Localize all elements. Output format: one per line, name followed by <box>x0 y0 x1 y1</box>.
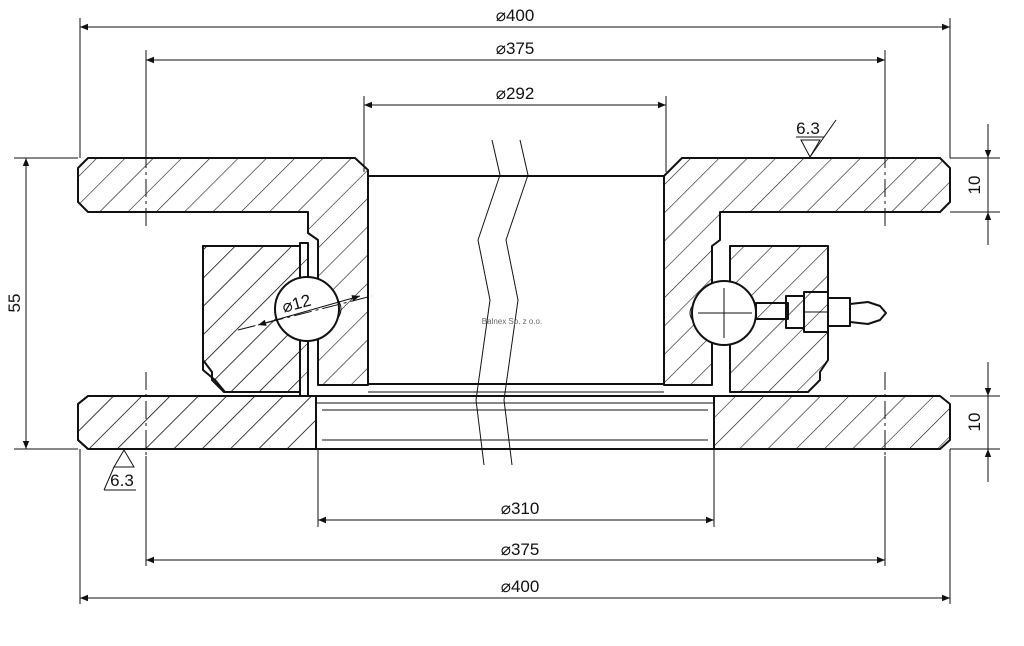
break-line-left <box>475 139 501 466</box>
grease-fitting <box>755 291 887 333</box>
surface-finish-top: 6.3 <box>796 119 837 159</box>
outer-body-left <box>202 245 301 393</box>
dim-10-bottom-label: 10 <box>965 413 984 432</box>
svg-text:⌀375: ⌀375 <box>501 540 540 559</box>
dim-292-label: ⌀292 <box>496 84 535 103</box>
bottom-flange-right <box>713 395 951 450</box>
dim-ball-label: ⌀12 <box>280 291 313 317</box>
dim-400-bottom-label: ⌀400 <box>501 577 540 596</box>
svg-text:6.3: 6.3 <box>796 119 820 138</box>
svg-text:⌀310: ⌀310 <box>501 499 540 518</box>
dim-10-top-label: 10 <box>965 176 984 195</box>
svg-text:⌀12: ⌀12 <box>280 291 313 317</box>
dim-375-bottom-label: ⌀375 <box>501 540 540 559</box>
break-line-right <box>503 139 529 466</box>
dim-400-top-label: ⌀400 <box>496 6 535 25</box>
dim-310-label: ⌀310 <box>501 499 540 518</box>
top-flange-left <box>77 157 369 386</box>
ball-right-seal <box>689 304 694 322</box>
svg-text:⌀375: ⌀375 <box>496 39 535 58</box>
svg-text:⌀400: ⌀400 <box>496 6 535 25</box>
watermark: Balnex Sp. z o.o. <box>482 317 542 326</box>
surface-finish-bottom: 6.3 <box>103 449 136 491</box>
svg-text:⌀400: ⌀400 <box>501 577 540 596</box>
dim-375-top-label: ⌀375 <box>496 39 535 58</box>
bottom-flange-left <box>77 395 317 450</box>
svg-text:⌀292: ⌀292 <box>496 84 535 103</box>
dim-line-ball <box>257 295 361 326</box>
dim-55-label: 55 <box>5 294 24 313</box>
svg-text:6.3: 6.3 <box>110 471 134 490</box>
lower-ring <box>315 395 715 450</box>
